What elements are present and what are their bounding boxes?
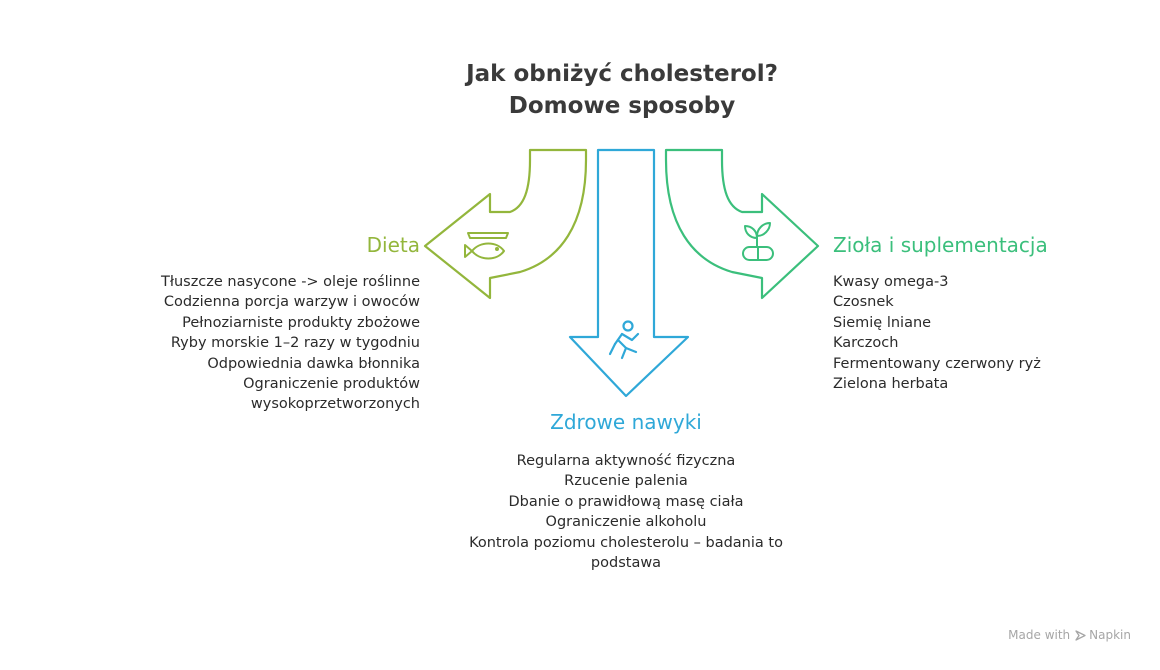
- page-title: Jak obniżyć cholesterol? Domowe sposoby: [0, 58, 1160, 122]
- dieta-arrow: [423, 148, 588, 300]
- list-item: Codzienna porcja warzyw i owoców: [163, 294, 420, 311]
- list-item: Pełnoziarniste produkty zbożowe: [182, 314, 420, 331]
- napkin-brand: Napkin: [1075, 628, 1131, 642]
- list-item: Rzucenie palenia: [564, 473, 688, 490]
- made-with-napkin-footer: Made with Napkin: [1008, 628, 1131, 642]
- list-item: Dbanie o prawidłową masę ciała: [508, 493, 744, 510]
- list-item: Kontrola poziomu cholesterolu – badania …: [469, 534, 783, 572]
- nawyki-heading: Zdrowe nawyki: [550, 410, 702, 434]
- list-item: Ryby morskie 1–2 razy w tygodniu: [170, 335, 420, 352]
- nawyki-arrow: [568, 148, 690, 398]
- list-item: Tłuszcze nasycone -> oleje roślinne: [160, 274, 420, 290]
- dieta-heading: Dieta: [366, 233, 420, 257]
- ziola-heading: Zioła i suplementacja: [833, 233, 1048, 257]
- napkin-logo-icon: [1075, 629, 1086, 641]
- list-item: Czosnek: [833, 294, 894, 311]
- dieta-list: Tłuszcze nasycone -> oleje roślinne Codz…: [161, 272, 420, 415]
- ziola-arrow: [664, 148, 820, 300]
- list-item: Ograniczenie produktów: [243, 376, 420, 393]
- list-item: Fermentowany czerwony ryż: [833, 355, 1041, 372]
- list-item: Siemię lniane: [833, 314, 932, 331]
- ziola-list: Kwasy omega-3 Czosnek Siemię lniane Karc…: [833, 272, 1041, 394]
- sprout-pill-icon: [742, 222, 774, 261]
- nawyki-list: Regularna aktywność fizyczna Rzucenie pa…: [440, 451, 812, 573]
- made-with-label: Made with: [1008, 628, 1071, 642]
- list-item: Karczoch: [833, 335, 899, 352]
- napkin-label: Napkin: [1089, 628, 1131, 642]
- fish-plate-icon: [464, 232, 509, 260]
- list-item: Odpowiednia dawka błonnika: [207, 355, 420, 372]
- list-item: wysokoprzetworzonych: [250, 396, 420, 413]
- list-item: Ograniczenie alkoholu: [545, 514, 707, 531]
- title-line-2: Domowe sposoby: [508, 93, 736, 119]
- list-item: Regularna aktywność fizyczna: [516, 453, 736, 469]
- title-line-1: Jak obniżyć cholesterol?: [466, 61, 778, 87]
- list-item: Kwasy omega-3: [833, 274, 949, 290]
- running-person-icon: [608, 320, 640, 360]
- list-item: Zielona herbata: [833, 376, 949, 393]
